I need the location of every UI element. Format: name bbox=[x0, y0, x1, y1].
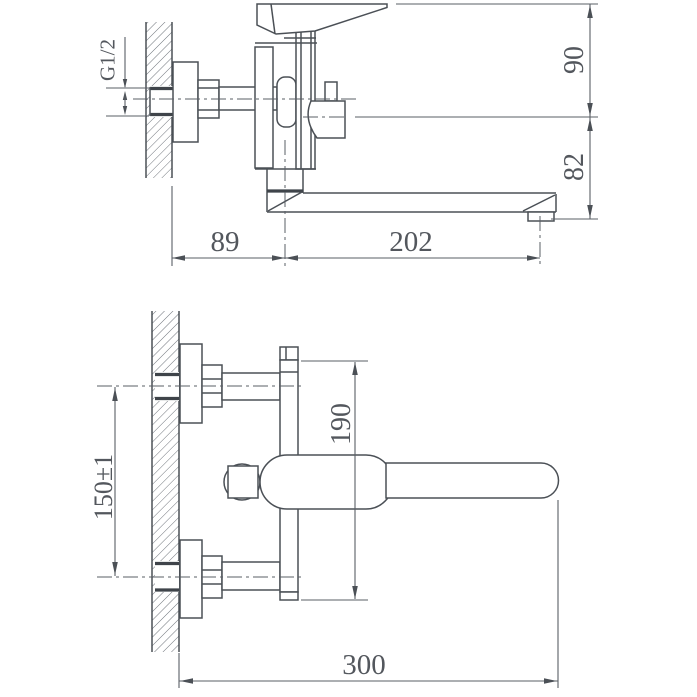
dimension-90-82: 90 82 bbox=[303, 3, 598, 220]
dimension-thread: G1/2 bbox=[95, 37, 149, 117]
diverter-knob-side bbox=[307, 81, 346, 139]
lower-inlet-pipe bbox=[221, 561, 281, 591]
dim-label-90: 90 bbox=[559, 46, 590, 74]
lever-handle-side bbox=[256, 3, 388, 35]
wall-flange bbox=[172, 61, 199, 143]
dimension-190: 190 bbox=[301, 360, 368, 601]
dim-label-150: 150±1 bbox=[89, 454, 118, 520]
diverter-knob-front bbox=[223, 463, 261, 501]
dim-label-300: 300 bbox=[342, 649, 386, 681]
eccentric-connector bbox=[276, 76, 297, 128]
side-view: G1/2 90 82 89 202 bbox=[95, 3, 598, 266]
dim-label-thread: G1/2 bbox=[95, 39, 119, 81]
dim-label-190: 190 bbox=[326, 403, 357, 445]
aerator bbox=[527, 211, 555, 222]
lower-flange bbox=[179, 539, 203, 619]
dimension-89-202: 89 202 bbox=[171, 140, 541, 266]
front-view: 150±1 190 300 bbox=[89, 311, 560, 688]
handle-bar bbox=[385, 462, 560, 499]
faucet-body-side bbox=[254, 9, 317, 170]
dim-label-89: 89 bbox=[211, 226, 240, 258]
wall-section-front bbox=[151, 311, 180, 652]
lower-mounting bbox=[179, 539, 281, 619]
upper-flange bbox=[179, 343, 203, 424]
dim-label-82: 82 bbox=[559, 153, 590, 181]
upper-mounting bbox=[179, 343, 281, 424]
dim-label-202: 202 bbox=[389, 226, 433, 258]
spout bbox=[266, 169, 557, 222]
cartridge-housing bbox=[259, 454, 394, 510]
dimension-150: 150±1 bbox=[89, 387, 118, 576]
dimension-300: 300 bbox=[178, 500, 559, 688]
wall-section bbox=[145, 22, 173, 178]
